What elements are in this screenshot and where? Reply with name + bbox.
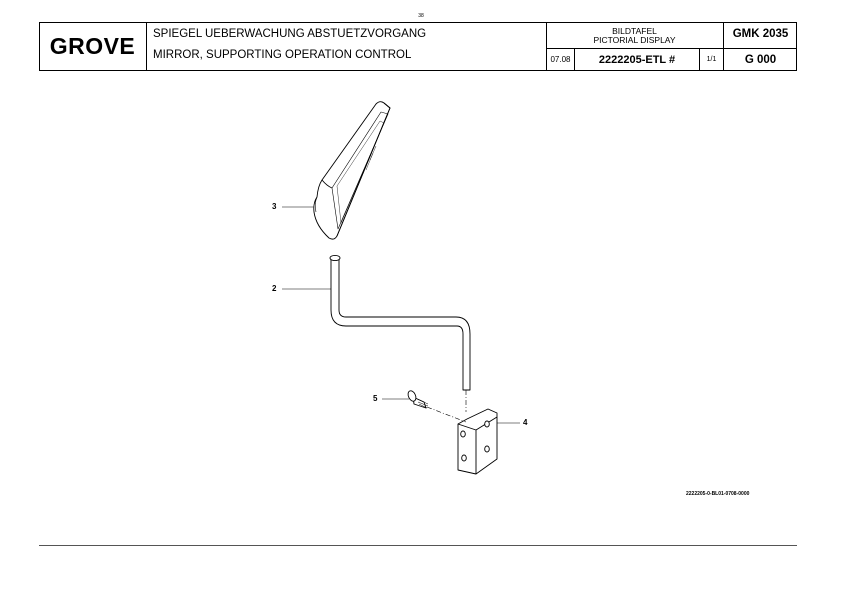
title-german: SPIEGEL UEBERWACHUNG ABSTUETZVORGANG <box>153 28 427 40</box>
divider-sheet <box>699 48 700 71</box>
divider-date <box>574 48 575 71</box>
frame-bottom <box>39 70 797 71</box>
callout-item-5: 5 <box>373 394 378 403</box>
clamp-plate-part <box>457 408 498 475</box>
frame-right <box>796 22 797 71</box>
callout-item-2: 2 <box>272 284 277 293</box>
mirror-part <box>313 101 391 240</box>
divider-logo <box>146 22 147 71</box>
pictorial-display-label: PICTORIAL DISPLAY <box>593 35 676 45</box>
sheet-number: 1/1 <box>706 56 717 63</box>
screw-part <box>407 390 429 409</box>
footer-rule <box>39 545 797 546</box>
callout-item-3: 3 <box>272 202 277 211</box>
revision-date: 07.08 <box>550 55 571 64</box>
order-number: 2222205-ETL # <box>598 54 676 66</box>
divider-title <box>546 22 547 71</box>
drawing-reference: 2222205-0-BL01-0708-0000 <box>686 491 750 497</box>
mirror-arm-part <box>329 254 471 391</box>
page-number: 38 <box>418 13 424 19</box>
title-english: MIRROR, SUPPORTING OPERATION CONTROL <box>153 49 412 61</box>
frame-top <box>39 22 797 23</box>
bildtafel-label: BILDTAFEL <box>612 26 657 36</box>
assembly-centerline <box>426 406 467 423</box>
title-block: GROVE SPIEGEL UEBERWACHUNG ABSTUETZVORGA… <box>39 22 797 71</box>
divider-mid <box>546 48 797 49</box>
grove-logo: GROVE <box>49 33 136 59</box>
frame-left <box>39 22 40 71</box>
divider-model <box>723 22 724 71</box>
callout-item-4: 4 <box>523 418 528 427</box>
group-code: G 000 <box>744 54 777 66</box>
model-name: GMK 2035 <box>732 28 789 40</box>
